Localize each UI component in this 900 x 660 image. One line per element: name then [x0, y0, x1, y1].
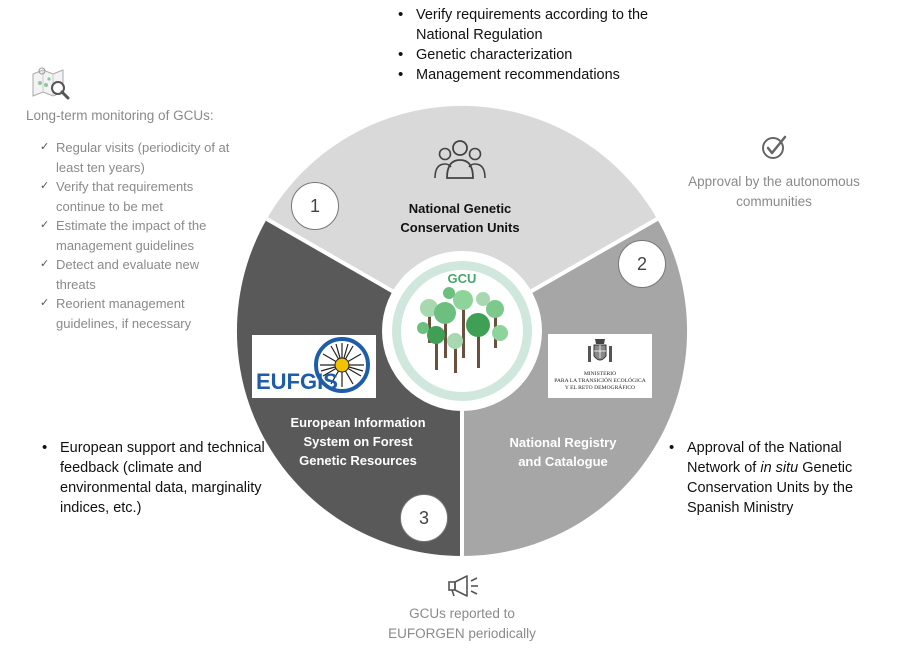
monitoring-item: ✓Reorient management guidelines, if nece…	[40, 296, 192, 331]
monitoring-list: ✓Regular visits (periodicity of at least…	[36, 138, 236, 333]
coat-of-arms-icon	[588, 339, 612, 362]
eufgis-logo-text: EUFGIS	[256, 369, 338, 394]
megaphone-icon	[447, 574, 481, 598]
step-number-2: 2	[618, 240, 666, 288]
ministry-line: Y EL RETO DEMOGRÁFICO	[564, 385, 636, 391]
top-bullet-item: Verify requirements according to the Nat…	[396, 5, 676, 45]
segment-2-title: National Registry and Catalogue	[509, 435, 617, 469]
top-bullet-list: Verify requirements according to the Nat…	[396, 5, 676, 85]
ministry-logo: MINISTERIO PARA LA TRANSICIÓN ECOLÓGICA …	[548, 334, 652, 398]
center-label: GCU	[448, 271, 477, 286]
check-mark-icon: ✓	[40, 219, 50, 231]
left-bullet-list: European support and technical feedback …	[40, 438, 270, 518]
check-mark-icon: ✓	[40, 141, 50, 153]
monitoring-title: Long-term monitoring of GCUs:	[26, 108, 214, 123]
segment-3-title: European Information System on Forest Ge…	[290, 415, 426, 468]
ministry-line: PARA LA TRANSICIÓN ECOLÓGICA	[554, 378, 646, 384]
monitoring-item: ✓Regular visits (periodicity of at least…	[40, 140, 230, 175]
monitoring-item: ✓Detect and evaluate new threats	[40, 257, 200, 292]
monitoring-item: ✓Estimate the impact of the management g…	[40, 218, 207, 253]
check-mark-icon: ✓	[40, 180, 50, 192]
check-circle-icon	[760, 133, 790, 163]
ministry-line: MINISTERIO	[583, 371, 617, 377]
top-bullet-item: Management recommendations	[396, 65, 676, 85]
top-bullet-item: Genetic characterization	[396, 45, 676, 65]
right-bullet-item: Approval of the National Network of in s…	[667, 438, 892, 518]
left-bullet-item: European support and technical feedback …	[40, 438, 270, 518]
people-group-icon	[433, 138, 487, 180]
check-mark-icon: ✓	[40, 297, 50, 309]
step-number-1: 1	[291, 182, 339, 230]
right-bullet-list: Approval of the National Network of in s…	[667, 438, 892, 518]
map-search-icon	[30, 64, 74, 102]
eufgis-logo: EUFGIS	[252, 335, 376, 398]
segment-1-title: National Genetic Conservation Units	[400, 201, 520, 235]
monitoring-item: ✓Verify that requirements continue to be…	[40, 179, 194, 214]
step-number-3: 3	[400, 494, 448, 542]
forest-icon	[417, 287, 508, 373]
bottom-text: GCUs reported to EUFORGEN periodically	[388, 606, 536, 641]
check-mark-icon: ✓	[40, 258, 50, 270]
in-situ-text: in situ	[760, 460, 799, 476]
approval-text: Approval by the autonomous communities	[688, 174, 860, 209]
